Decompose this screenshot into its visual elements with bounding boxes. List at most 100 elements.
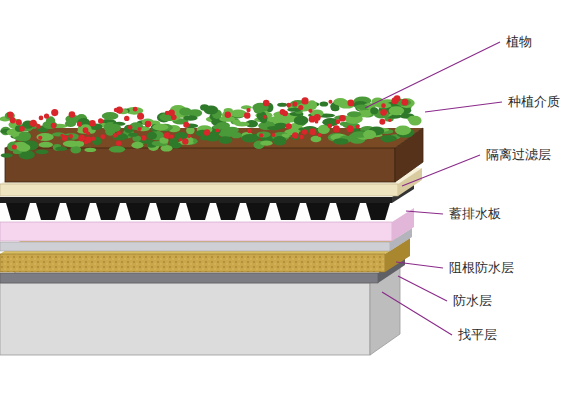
leaf bbox=[320, 101, 329, 106]
flower bbox=[44, 113, 49, 118]
leaf bbox=[274, 123, 287, 129]
leaf bbox=[1, 153, 13, 158]
flower bbox=[84, 140, 88, 144]
flower bbox=[244, 112, 250, 118]
flower bbox=[30, 120, 37, 127]
flower bbox=[83, 127, 89, 133]
flower bbox=[391, 97, 398, 104]
leaf bbox=[370, 107, 378, 114]
leaf bbox=[84, 148, 96, 152]
leader-line bbox=[402, 155, 480, 186]
flower bbox=[314, 114, 321, 121]
flower bbox=[68, 134, 73, 139]
waterproof-layer bbox=[0, 255, 405, 283]
leaf bbox=[216, 122, 230, 130]
leaf bbox=[259, 114, 267, 124]
drainage-board bbox=[0, 183, 414, 220]
layer-label: 植物 bbox=[506, 34, 532, 50]
drainage-cup bbox=[366, 203, 390, 220]
layer-label: 隔离过滤层 bbox=[486, 147, 551, 163]
flower bbox=[51, 109, 58, 116]
flower bbox=[356, 125, 360, 129]
flower bbox=[141, 135, 146, 140]
leader-line bbox=[425, 102, 502, 112]
flower bbox=[124, 116, 129, 121]
leaf bbox=[147, 132, 157, 140]
leaf bbox=[80, 124, 92, 133]
leaf bbox=[331, 106, 339, 111]
drainage-cup bbox=[126, 203, 150, 220]
flower bbox=[286, 103, 291, 108]
flower bbox=[336, 119, 341, 124]
leaf bbox=[395, 125, 411, 135]
leaf bbox=[179, 108, 192, 116]
flower bbox=[69, 111, 76, 118]
flower bbox=[7, 112, 13, 118]
leaf bbox=[36, 133, 53, 141]
flower bbox=[128, 125, 133, 130]
flower bbox=[39, 116, 44, 121]
drainage-cup bbox=[96, 203, 120, 220]
flower bbox=[263, 115, 267, 119]
leaf bbox=[241, 134, 258, 142]
layer-label: 种植介质 bbox=[508, 94, 560, 110]
layer-label: 找平层 bbox=[458, 327, 497, 343]
leaf bbox=[35, 149, 48, 154]
leaf bbox=[55, 147, 67, 151]
flower bbox=[380, 109, 387, 116]
drainage-cup bbox=[246, 203, 270, 220]
flower bbox=[133, 107, 138, 112]
leaf bbox=[260, 141, 272, 146]
leader-line bbox=[365, 42, 500, 108]
leaf bbox=[235, 122, 250, 127]
flower bbox=[292, 132, 298, 138]
flower bbox=[215, 129, 219, 133]
leader-line bbox=[398, 276, 447, 301]
drainage-cup bbox=[306, 203, 330, 220]
leaf bbox=[161, 145, 173, 152]
leaf bbox=[267, 116, 281, 122]
root-barrier-layer bbox=[0, 238, 410, 272]
flower bbox=[113, 133, 117, 137]
drainage-cup bbox=[6, 203, 30, 220]
flower bbox=[170, 134, 174, 138]
leaf bbox=[347, 111, 361, 117]
leader-line bbox=[406, 211, 443, 214]
drainage-cup bbox=[336, 203, 360, 220]
flower bbox=[333, 125, 340, 132]
flower bbox=[328, 100, 332, 104]
flower bbox=[247, 129, 252, 134]
flower bbox=[16, 119, 22, 125]
flower bbox=[137, 113, 144, 120]
flower bbox=[282, 110, 288, 116]
flower bbox=[292, 102, 297, 107]
flower bbox=[116, 141, 121, 146]
layer-label: 阻根防水层 bbox=[449, 260, 514, 276]
leaf bbox=[102, 112, 119, 120]
flower bbox=[302, 129, 307, 134]
flower bbox=[145, 121, 152, 128]
flower bbox=[299, 135, 304, 140]
leaf bbox=[380, 135, 397, 142]
drainage-cup bbox=[216, 203, 240, 220]
flower bbox=[246, 108, 250, 112]
flower bbox=[117, 131, 121, 135]
leaf bbox=[75, 141, 84, 147]
flower bbox=[179, 138, 183, 142]
flower bbox=[308, 109, 312, 113]
flower bbox=[36, 124, 41, 129]
flower bbox=[12, 145, 17, 150]
flower bbox=[318, 133, 322, 137]
leaf bbox=[39, 142, 53, 148]
leaf bbox=[195, 130, 210, 137]
flower bbox=[91, 137, 95, 141]
leaf bbox=[183, 115, 197, 121]
flower bbox=[263, 100, 270, 107]
flower bbox=[114, 108, 118, 112]
layer-label: 防水层 bbox=[453, 293, 492, 309]
flower bbox=[78, 135, 85, 142]
flower bbox=[347, 99, 354, 106]
drainage-cup bbox=[66, 203, 90, 220]
leaf bbox=[128, 133, 138, 137]
leaf bbox=[218, 136, 232, 144]
